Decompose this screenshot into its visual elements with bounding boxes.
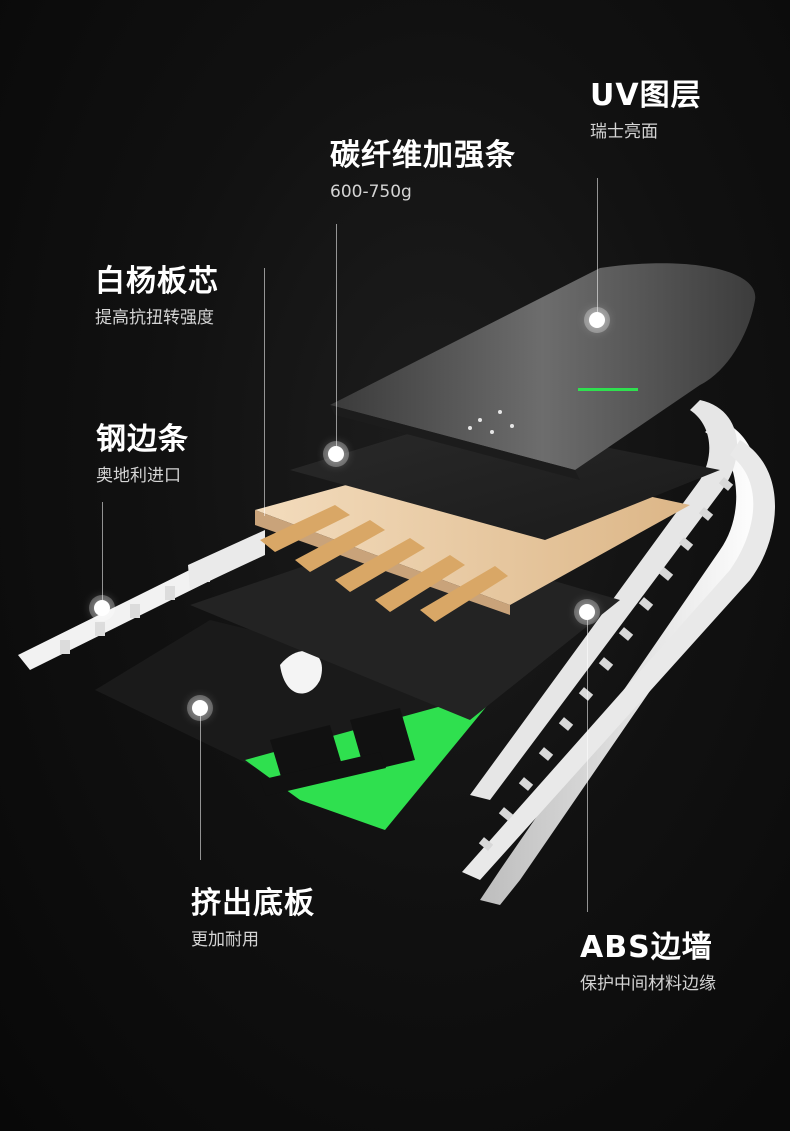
uv-subtitle: 瑞士亮面 xyxy=(590,122,658,142)
carbon-sheet-upper xyxy=(290,418,720,540)
edge-marker-dot xyxy=(94,600,110,616)
base-marker-dot xyxy=(192,700,208,716)
base-label: 挤出底板 更加耐用 xyxy=(191,886,315,950)
uv-leader-line xyxy=(597,178,598,318)
carbon-leader-line xyxy=(336,224,337,452)
abs-subtitle: 保护中间材料边缘 xyxy=(580,974,716,994)
edge-label: 钢边条 奥地利进口 xyxy=(96,422,189,486)
steel-edge-left xyxy=(18,530,265,670)
core-title: 白杨板芯 xyxy=(95,264,219,299)
carbon-title: 碳纤维加强条 xyxy=(330,138,516,173)
abs-leader-line xyxy=(587,612,588,912)
uv-label: UV图层 瑞士亮面 xyxy=(590,78,702,142)
edge-leader-line xyxy=(102,502,103,606)
base-title: 挤出底板 xyxy=(191,886,315,921)
uv-title: UV图层 xyxy=(590,78,702,113)
carbon-subtitle: 600-750g xyxy=(330,182,412,202)
carbon-marker-dot xyxy=(328,446,344,462)
carbon-label: 碳纤维加强条 600-750g xyxy=(330,138,516,202)
uv-marker-dot xyxy=(589,312,605,328)
base-leader-line xyxy=(200,710,201,860)
edge-subtitle: 奥地利进口 xyxy=(96,466,181,486)
abs-label: ABS边墙 保护中间材料边缘 xyxy=(580,930,716,994)
core-label: 白杨板芯 提高抗扭转强度 xyxy=(95,264,219,328)
base-subtitle: 更加耐用 xyxy=(191,930,259,950)
core-leader-line xyxy=(264,268,265,516)
core-subtitle: 提高抗扭转强度 xyxy=(95,308,214,328)
abs-marker-dot xyxy=(579,604,595,620)
steel-edge-right-teeth xyxy=(478,477,734,851)
abs-title: ABS边墙 xyxy=(580,930,713,965)
uv-top-sheet xyxy=(330,263,756,480)
abs-sidewall-right xyxy=(470,400,761,905)
edge-title: 钢边条 xyxy=(96,422,189,457)
